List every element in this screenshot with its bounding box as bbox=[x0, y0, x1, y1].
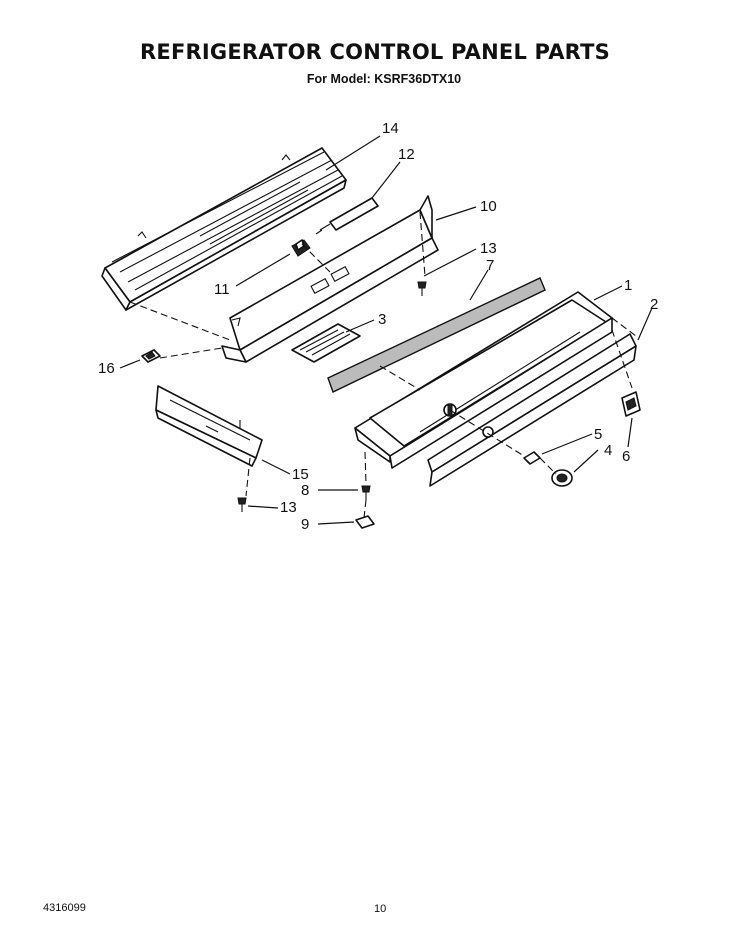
part-8-screw bbox=[361, 485, 371, 500]
part-2-lens bbox=[427, 333, 637, 487]
callout-7: 7 bbox=[486, 257, 494, 274]
document-number: 4316099 bbox=[43, 902, 86, 914]
callout-9: 9 bbox=[301, 516, 309, 533]
callout-2: 2 bbox=[650, 296, 658, 313]
callout-13-upper: 13 bbox=[480, 240, 497, 257]
callout-5: 5 bbox=[594, 426, 602, 443]
part-14-grille bbox=[101, 147, 347, 311]
callout-12: 12 bbox=[398, 146, 415, 163]
page-title: REFRIGERATOR CONTROL PANEL PARTS bbox=[140, 40, 610, 64]
part-5-washer bbox=[523, 451, 541, 465]
callout-1: 1 bbox=[624, 277, 632, 294]
callout-16: 16 bbox=[98, 360, 115, 377]
callout-15: 15 bbox=[292, 466, 309, 483]
part-12-bulb bbox=[315, 197, 379, 235]
part-1-console bbox=[354, 291, 613, 469]
leader-lines bbox=[119, 135, 653, 525]
part-15-trim bbox=[155, 385, 263, 467]
assembly-lines bbox=[129, 211, 637, 519]
model-subtitle: For Model: KSRF36DTX10 bbox=[306, 72, 462, 86]
part-3-plate bbox=[291, 323, 361, 363]
callout-3: 3 bbox=[378, 311, 386, 328]
callout-8: 8 bbox=[301, 482, 309, 499]
part-13-screw-upper bbox=[417, 281, 427, 296]
part-7-strip bbox=[327, 277, 546, 393]
callout-14: 14 bbox=[382, 120, 399, 137]
part-10-housing bbox=[221, 195, 439, 363]
callout-13-lower: 13 bbox=[280, 499, 297, 516]
part-4-knob bbox=[551, 469, 573, 487]
callout-4: 4 bbox=[604, 442, 612, 459]
part-9-nut bbox=[355, 515, 375, 529]
callout-11: 11 bbox=[214, 281, 230, 298]
part-11-socket bbox=[291, 239, 311, 257]
page-number: 10 bbox=[374, 903, 387, 915]
part-13-screw-lower bbox=[237, 497, 247, 512]
part-16-clip bbox=[141, 349, 161, 363]
callout-6: 6 bbox=[622, 448, 630, 465]
part-6-switch bbox=[621, 391, 641, 417]
callout-10: 10 bbox=[480, 198, 497, 215]
